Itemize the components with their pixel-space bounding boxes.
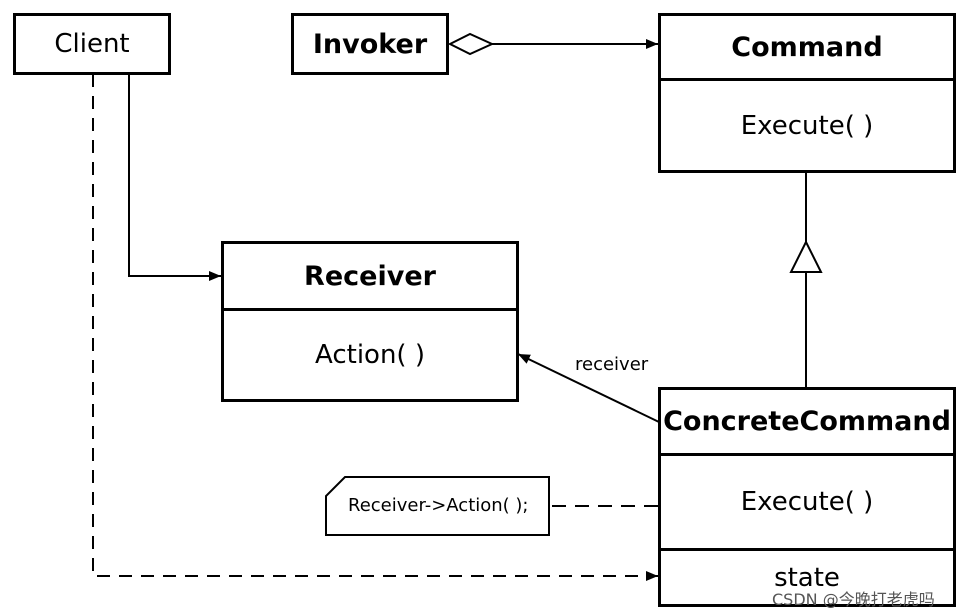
command-operation: Execute( ) [740, 110, 874, 141]
client-class: Client [13, 13, 171, 75]
receiver-class-name: Receiver [304, 260, 436, 292]
concretecommand-attribute: state [774, 562, 840, 593]
command-class-name: Command [731, 31, 883, 63]
concretecommand-receiver-association [517, 353, 660, 423]
command-operations-compartment: Execute( ) [661, 78, 953, 170]
concretecommand-command-generalization [789, 172, 823, 388]
receiver-operations-compartment: Action( ) [224, 308, 516, 399]
receiver-name-compartment: Receiver [224, 244, 516, 308]
concretecommand-attributes-compartment: state [661, 548, 953, 604]
concretecommand-name-compartment: ConcreteCommand [661, 390, 953, 453]
note-text: Receiver->Action( ); [348, 495, 529, 516]
concretecommand-operation: Execute( ) [740, 487, 874, 517]
watermark-text: CSDN @今晚打老虎吗 [772, 590, 935, 609]
command-name-compartment: Command [661, 16, 953, 78]
client-receiver-association [128, 74, 221, 281]
invoker-class-name: Invoker [312, 28, 428, 60]
client-class-name: Client [54, 29, 130, 59]
aggregation-diamond [447, 32, 495, 56]
invoker-command-aggregation [447, 32, 658, 56]
concretecommand-class-name: ConcreteCommand [663, 406, 951, 437]
concretecommand-class: ConcreteCommand Execute( ) state [658, 387, 956, 607]
receiver-operation: Action( ) [315, 340, 425, 370]
concretecommand-operations-compartment: Execute( ) [661, 453, 953, 548]
note-shape [325, 476, 550, 536]
generalization-triangle [789, 239, 823, 273]
invoker-class: Invoker [291, 13, 449, 75]
receiver-class: Receiver Action( ) [221, 241, 519, 402]
receiver-association-label: receiver [575, 354, 649, 375]
command-class: Command Execute( ) [658, 13, 956, 173]
